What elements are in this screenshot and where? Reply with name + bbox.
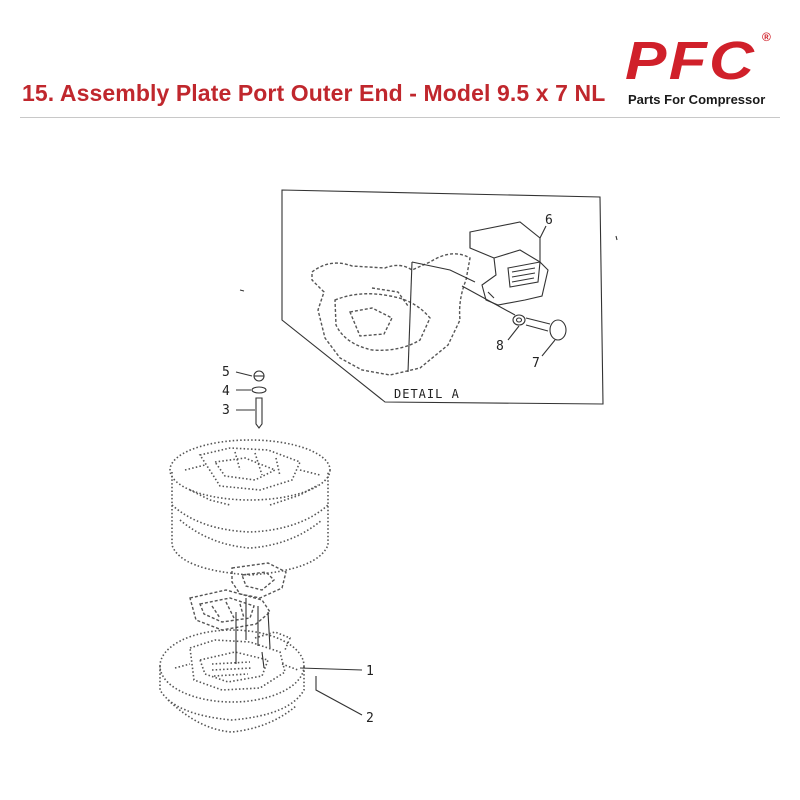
page-title: 15. Assembly Plate Port Outer End - Mode…: [22, 80, 606, 106]
callout-3: 3: [222, 403, 230, 418]
logo-tagline: Parts For Compressor: [628, 92, 766, 107]
callout-labels: 1 2 3 4 5 6 7 8: [222, 213, 553, 726]
detail-a-label: DETAIL A: [394, 387, 460, 401]
callout-5: 5: [222, 365, 230, 380]
callout-6: 6: [545, 213, 553, 228]
pin-stack: [235, 370, 267, 429]
callout-8: 8: [496, 339, 504, 354]
callout-7: 7: [532, 356, 540, 371]
base-plate: [159, 629, 363, 733]
logo-wordmark: PFC: [625, 31, 757, 91]
detail-a-panel: DETAIL A: [281, 189, 604, 405]
callout-4: 4: [222, 384, 230, 399]
pfc-logo: PFC ® Parts For Compressor: [625, 30, 785, 110]
callout-1: 1: [366, 664, 374, 679]
callout-2: 2: [366, 711, 374, 726]
upper-housing: [169, 439, 331, 576]
valve-parts: [189, 562, 287, 650]
stray-mark: [239, 289, 245, 292]
stray-mark: [615, 235, 618, 241]
title-divider: [20, 117, 780, 118]
registered-mark: ®: [762, 30, 771, 44]
